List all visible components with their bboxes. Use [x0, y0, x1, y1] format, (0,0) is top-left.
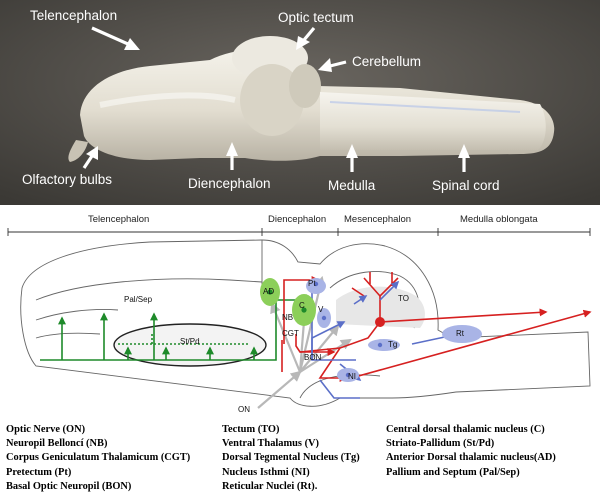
legend-item: Tectum (TO): [222, 424, 280, 435]
region-bracket: [7, 228, 591, 236]
label-pt: Pt: [308, 279, 316, 288]
legend-column-2: Tectum (TO) Ventral Thalamus (V) Dorsal …: [222, 423, 360, 494]
label-tg: Tg: [388, 340, 397, 349]
label-bon: BON: [304, 353, 322, 362]
legend-item: Corpus Geniculatum Thalamicum (CGT): [6, 452, 191, 464]
legend-item: Dorsal Tegmental Nucleus (Tg): [222, 452, 360, 464]
red-projections: [281, 272, 592, 382]
label-st-pd: St/Pd: [180, 337, 200, 346]
legend-item: Pallium and Septum (Pal/Sep): [386, 466, 520, 478]
legend-item: Optic Nerve (ON): [6, 424, 86, 435]
legend-item: Ventral Thalamus (V): [222, 438, 319, 450]
label-medulla-photo: Medulla: [328, 178, 376, 193]
node-dots: [267, 281, 383, 378]
photo-arrows: [82, 26, 470, 172]
legend-item: Striato-Pallidum (St/Pd): [386, 438, 495, 450]
legend-column-1: Optic Nerve (ON) Neuropil Belloncí (NB) …: [6, 423, 190, 494]
abbreviation-legend: Optic Nerve (ON) Neuropil Belloncí (NB) …: [0, 423, 600, 498]
label-rt: Rt: [456, 329, 465, 338]
legend-item: Anterior Dorsal thalamic nucleus(AD): [386, 452, 556, 464]
label-telencephalon-photo: Telencephalon: [30, 8, 117, 23]
label-diencephalon-photo: Diencephalon: [188, 176, 271, 191]
region-medulla-oblongata: Medulla oblongata: [460, 214, 538, 225]
region-mesencephalon: Mesencephalon: [344, 214, 411, 225]
legend-item: Nucleus Isthmi (NI): [222, 466, 310, 478]
tectum-neuron-soma: [375, 317, 385, 327]
brain-specimen: [68, 36, 555, 162]
legend-item: Central dorsal thalamic nucleus (C): [386, 424, 545, 435]
label-on: ON: [238, 405, 250, 414]
legend-item: Basal Optic Neuropil (BON): [6, 480, 132, 492]
label-olfactory-bulbs-photo: Olfactory bulbs: [22, 172, 112, 187]
label-c: C: [299, 301, 305, 310]
legend-item: Neuropil Belloncí (NB): [6, 438, 108, 450]
label-cerebellum-photo: Cerebellum: [352, 54, 421, 69]
region-diencephalon: Diencephalon: [268, 214, 326, 225]
region-telencephalon: Telencephalon: [88, 214, 149, 225]
label-nb: NB: [282, 313, 293, 322]
label-ad: AD: [263, 287, 274, 296]
label-v: V: [318, 305, 324, 314]
nucleus-tg: [368, 339, 400, 351]
legend-column-3: Central dorsal thalamic nucleus (C) Stri…: [386, 423, 556, 480]
nucleus-rt: [442, 325, 482, 343]
label-spinal-cord-photo: Spinal cord: [432, 178, 500, 193]
brain-photo-panel: Telencephalon Optic tectum Cerebellum Ol…: [0, 0, 600, 205]
brain-schematic-diagram: Telencephalon Diencephalon Mesencephalon…: [7, 214, 592, 414]
legend-item: Reticular Nuclei (Rt).: [222, 480, 318, 492]
label-pal-sep: Pal/Sep: [124, 295, 153, 304]
legend-item: Pretectum (Pt): [6, 466, 72, 478]
label-ni: NI: [348, 372, 356, 381]
label-optic-tectum-photo: Optic tectum: [278, 10, 354, 25]
label-to: TO: [398, 294, 409, 303]
label-cgt: CGT: [282, 329, 299, 338]
